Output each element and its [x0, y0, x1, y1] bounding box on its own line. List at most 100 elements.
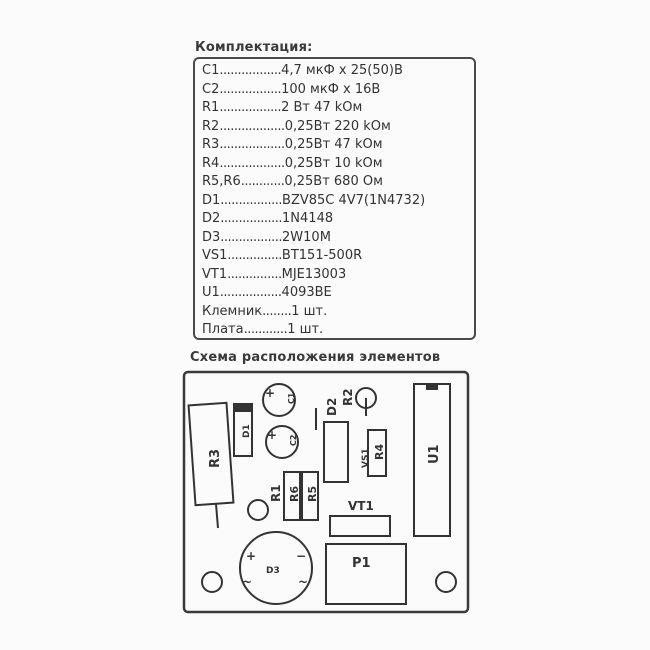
list-item: R4..................0,25Вт 10 kОм	[202, 155, 425, 174]
part-value: 100 мкФ x 16В	[281, 81, 381, 97]
part-ref: U1	[202, 285, 220, 300]
d3-tilde-left: ~	[242, 575, 252, 589]
mounting-hole-left	[201, 571, 223, 593]
leader-dots: ........	[262, 303, 292, 319]
leader-dots: .................	[219, 100, 282, 115]
part-ref: VS1	[202, 248, 228, 263]
part-value: 1N4148	[282, 211, 334, 226]
vs1-label: VS1	[361, 448, 371, 468]
list-item: VS1...............BT151-500R	[202, 247, 425, 266]
p1-label: P1	[352, 556, 371, 571]
part-value: 4,7 мкФ x 25(50)В	[281, 63, 403, 78]
part-ref: R3	[202, 137, 220, 152]
list-item: R2..................0,25Вт 220 kОм	[202, 118, 425, 137]
part-value: 2 Вт 47 kОм	[281, 100, 363, 115]
leader-dots: .................	[219, 285, 282, 300]
r3-lead	[215, 503, 219, 529]
components-list: C1.................4,7 мкФ x 25(50)В C2.…	[202, 62, 425, 340]
c2-label: C2	[289, 435, 298, 446]
list-item: VT1...............MJE13003	[202, 266, 425, 285]
d2-label: D2	[325, 398, 339, 416]
d1-band	[234, 404, 252, 412]
r3-resistor	[187, 401, 235, 507]
part-value: 1 шт.	[287, 322, 324, 337]
part-ref: D1	[202, 192, 221, 208]
list-item: C1.................4,7 мкФ x 25(50)В	[202, 62, 425, 81]
part-value: 0,25Вт 10 kОм	[284, 155, 383, 171]
list-item: C2.................100 мкФ x 16В	[202, 81, 425, 100]
r4-label: R4	[373, 444, 386, 460]
r5-label: R5	[306, 486, 319, 502]
layout-heading: Схема расположения элементов	[190, 350, 441, 365]
r1-label: R1	[269, 484, 283, 502]
part-value: BT151-500R	[281, 248, 363, 263]
r4-resistor	[367, 429, 387, 477]
list-item: D2.................1N4148	[202, 210, 425, 229]
c1-plus: +	[265, 386, 275, 400]
leader-dots: ............	[240, 174, 285, 189]
vs1-thyristor	[323, 421, 349, 483]
r6-label: R6	[288, 486, 301, 502]
d3-minus: −	[296, 549, 306, 563]
c2-plus: +	[267, 428, 277, 442]
p1-terminal	[325, 543, 407, 605]
c1-capacitor	[262, 383, 296, 417]
part-ref: Плата	[202, 322, 244, 337]
part-value: 0,25Вт 680 Ом	[284, 174, 383, 189]
part-ref: D3	[202, 229, 221, 245]
d3-bridge	[239, 531, 313, 605]
r6-resistor	[283, 471, 301, 521]
part-ref: Клемник	[202, 303, 263, 319]
part-value: 0,25Вт 47 kОм	[284, 137, 383, 152]
leader-dots: .................	[220, 229, 283, 245]
list-item: Клемник........1 шт.	[202, 303, 425, 322]
leader-dots: ..................	[219, 118, 285, 134]
part-ref: R2	[202, 118, 220, 134]
list-item: D3.................2W10M	[202, 229, 425, 248]
leader-dots: ..................	[219, 137, 285, 152]
vt1-label: VT1	[348, 499, 374, 513]
leader-dots: .................	[219, 81, 282, 97]
d3-plus: +	[246, 549, 256, 563]
d3-label: D3	[266, 566, 280, 576]
part-ref: C2	[202, 81, 220, 97]
r1-pad	[247, 499, 269, 521]
components-heading: Комплектация:	[195, 40, 313, 55]
r5-resistor	[301, 471, 319, 521]
part-value: 2W10M	[282, 229, 331, 245]
list-item: Плата............1 шт.	[202, 321, 425, 340]
list-item: D1.................BZV85C 4V7(1N4732)	[202, 192, 425, 211]
part-ref: C1	[202, 63, 220, 78]
part-value: BZV85C 4V7(1N4732)	[282, 192, 426, 208]
d3-tilde-right: ~	[298, 575, 308, 589]
components-list-box	[193, 57, 476, 340]
list-item: R3..................0,25Вт 47 kОм	[202, 136, 425, 155]
leader-dots: .................	[220, 211, 283, 226]
d1-label: D1	[242, 424, 252, 438]
part-ref: R5,R6	[202, 174, 241, 189]
part-ref: D2	[202, 211, 221, 226]
c1-label: C1	[287, 392, 296, 404]
leader-dots: .................	[220, 192, 283, 208]
part-value: MJE13003	[281, 266, 347, 282]
leader-dots: ............	[243, 322, 288, 337]
list-item: R5,R6............0,25Вт 680 Ом	[202, 173, 425, 192]
pcb-board-outline	[182, 370, 470, 614]
part-value: 1 шт.	[291, 303, 328, 319]
mounting-hole-right	[435, 571, 457, 593]
vt1-transistor	[329, 515, 391, 537]
u1-notch	[426, 384, 438, 390]
c2-capacitor	[265, 425, 299, 459]
part-ref: R1	[202, 100, 220, 115]
leader-dots: ...............	[227, 266, 282, 282]
part-value: 0,25Вт 220 kОм	[284, 118, 391, 134]
part-ref: R4	[202, 155, 220, 171]
part-ref: VT1	[202, 266, 228, 282]
u1-label: U1	[427, 444, 442, 464]
leader-dots: ..................	[219, 155, 285, 171]
r3-label: R3	[208, 449, 223, 468]
r2-label: R2	[341, 388, 355, 406]
leader-dots: .................	[219, 63, 282, 78]
leader-dots: ...............	[227, 248, 282, 263]
